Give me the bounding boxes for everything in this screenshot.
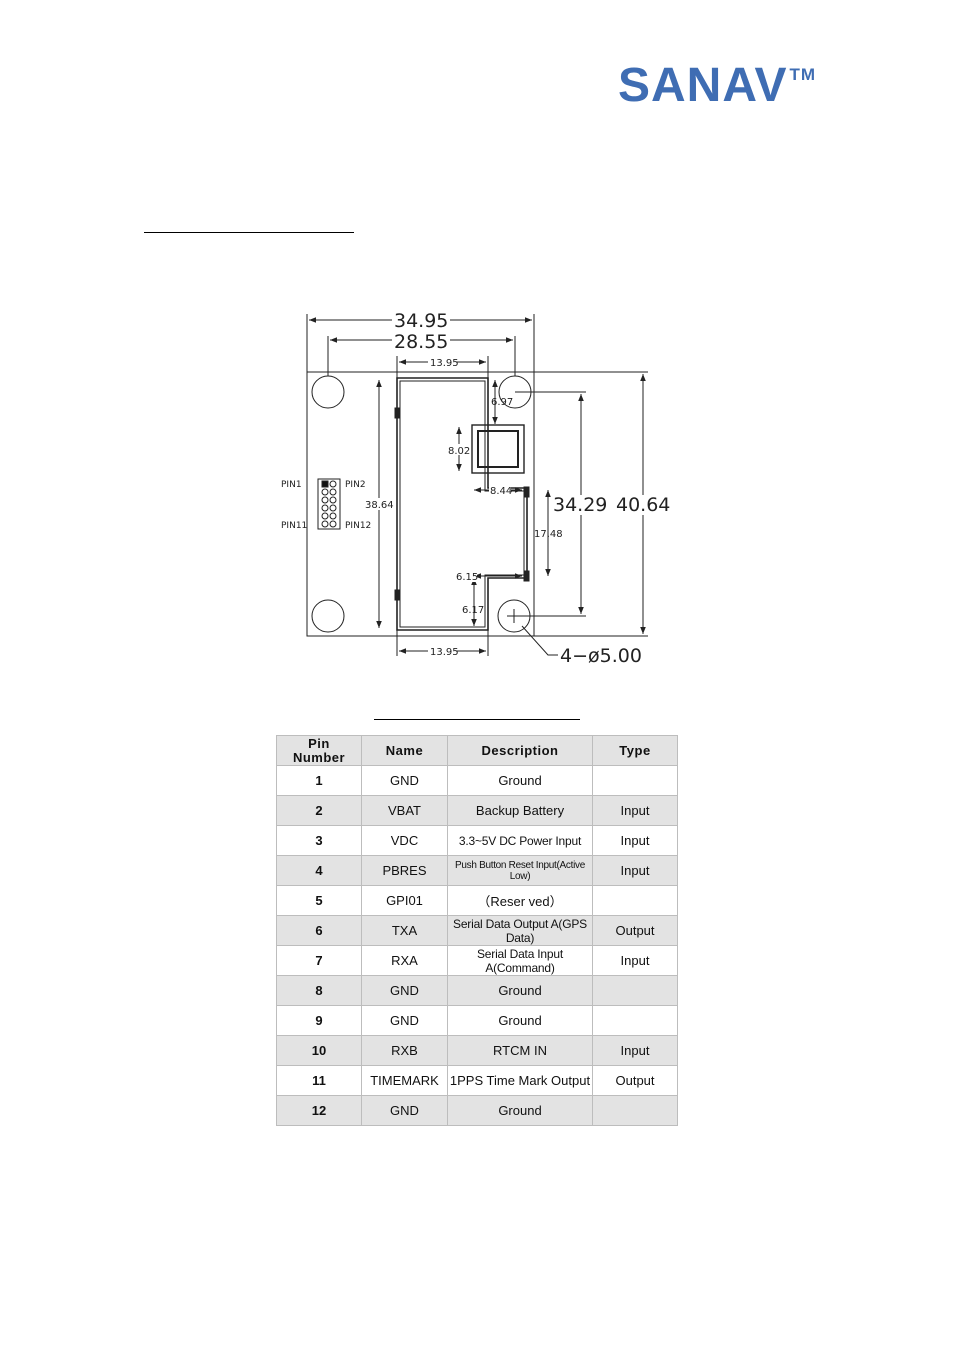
header-pin-line2: Number (292, 749, 346, 765)
pin-type-cell (592, 765, 678, 796)
pin-description-cell: RTCM IN (447, 1035, 593, 1066)
pin-name-cell: VDC (361, 825, 448, 856)
pin-number-cell: 11 (276, 1065, 362, 1096)
dim-f: 6.17 (462, 605, 484, 616)
pin-number-cell: 8 (276, 975, 362, 1006)
logo-text: SANAV (618, 59, 788, 112)
pin-description-cell: Serial Data Input A(Command) (447, 945, 593, 976)
pin-description-cell: 3.3~5V DC Power Input (447, 825, 593, 856)
pin12-label: PIN12 (345, 521, 371, 531)
pin-description-cell: Ground (447, 1095, 593, 1126)
pin-name-cell: VBAT (361, 795, 448, 826)
dim-hole-spacing: 28.55 (394, 331, 448, 353)
pin-type-cell: Output (592, 1065, 678, 1096)
header-description: Description (447, 735, 593, 766)
header-pin-line1: Pin (308, 735, 330, 751)
pin-type-cell: Input (592, 825, 678, 856)
pin-connector (317, 478, 341, 530)
pin-name-cell: RXB (361, 1035, 448, 1066)
pin-number-cell: 2 (276, 795, 362, 826)
pin2-label: PIN2 (345, 480, 366, 490)
header-name: Name (361, 735, 448, 766)
pin-name-cell: PBRES (361, 855, 448, 886)
pin-type-cell (592, 1095, 678, 1126)
holes-label: 4−ø5.00 (560, 645, 642, 667)
dim-cutout-bottom: 13.95 (430, 647, 459, 658)
pin-number-cell: 9 (276, 1005, 362, 1036)
dim-height-total: 40.64 (616, 494, 670, 516)
pin-type-cell (592, 975, 678, 1006)
pin-name-cell: GND (361, 765, 448, 796)
pin-number-cell: 3 (276, 825, 362, 856)
pin-type-cell (592, 885, 678, 916)
pin-name-cell: GND (361, 1095, 448, 1126)
pin-type-cell: Input (592, 945, 678, 976)
heading-underline (144, 232, 354, 233)
pin-number-cell: 4 (276, 855, 362, 886)
dim-g: 38.64 (365, 500, 394, 511)
pin-name-cell: RXA (361, 945, 448, 976)
pin-type-cell: Input (592, 855, 678, 886)
pin-number-cell: 5 (276, 885, 362, 916)
dim-e: 6.15 (456, 572, 478, 583)
pin11-label: PIN11 (281, 521, 307, 531)
table-heading-underline (374, 719, 580, 720)
pin-description-cell: Ground (447, 975, 593, 1006)
pin-type-cell: Input (592, 1035, 678, 1066)
pin-description-cell: Serial Data Output A(GPS Data) (447, 915, 593, 946)
pin-name-cell: GPI01 (361, 885, 448, 916)
pin-number-cell: 1 (276, 765, 362, 796)
dim-cutout-top: 13.95 (430, 358, 459, 369)
board-outline (306, 371, 535, 637)
dim-d: 17.48 (534, 529, 563, 540)
pin-name-cell: TXA (361, 915, 448, 946)
mount-hole-tl (311, 375, 345, 409)
pin-description-cell: Ground (447, 765, 593, 796)
header-type: Type (592, 735, 678, 766)
pin-name-cell: GND (361, 975, 448, 1006)
pin-number-cell: 6 (276, 915, 362, 946)
pin-description-cell: （Reser ved） (447, 885, 593, 916)
mechanical-drawing: 34.95 28.55 13.95 13.95 6.97 8.02 8.44 1… (281, 310, 671, 667)
pin-number-cell: 12 (276, 1095, 362, 1126)
dim-c: 8.44 (490, 486, 512, 497)
pin1-label: PIN1 (281, 480, 302, 490)
pin-type-cell (592, 1005, 678, 1036)
pin-description-cell: Backup Battery (447, 795, 593, 826)
pin-description-cell: 1PPS Time Mark Output (447, 1065, 593, 1096)
pin-description-cell: Ground (447, 1005, 593, 1036)
dim-a: 6.97 (491, 397, 513, 408)
dim-total-width: 34.95 (394, 310, 448, 332)
pin-name-cell: GND (361, 1005, 448, 1036)
pin-number-cell: 7 (276, 945, 362, 976)
trademark-mark: TM (789, 65, 817, 84)
pin-number-cell: 10 (276, 1035, 362, 1066)
pin-name-cell: TIMEMARK (361, 1065, 448, 1096)
pin-type-cell: Output (592, 915, 678, 946)
pin-type-cell: Input (592, 795, 678, 826)
dim-b: 8.02 (448, 446, 470, 457)
pin-description-cell: Push Button Reset Input(Active Low) (447, 855, 593, 886)
dim-height-inner: 34.29 (553, 494, 607, 516)
mount-hole-bl (311, 599, 345, 633)
